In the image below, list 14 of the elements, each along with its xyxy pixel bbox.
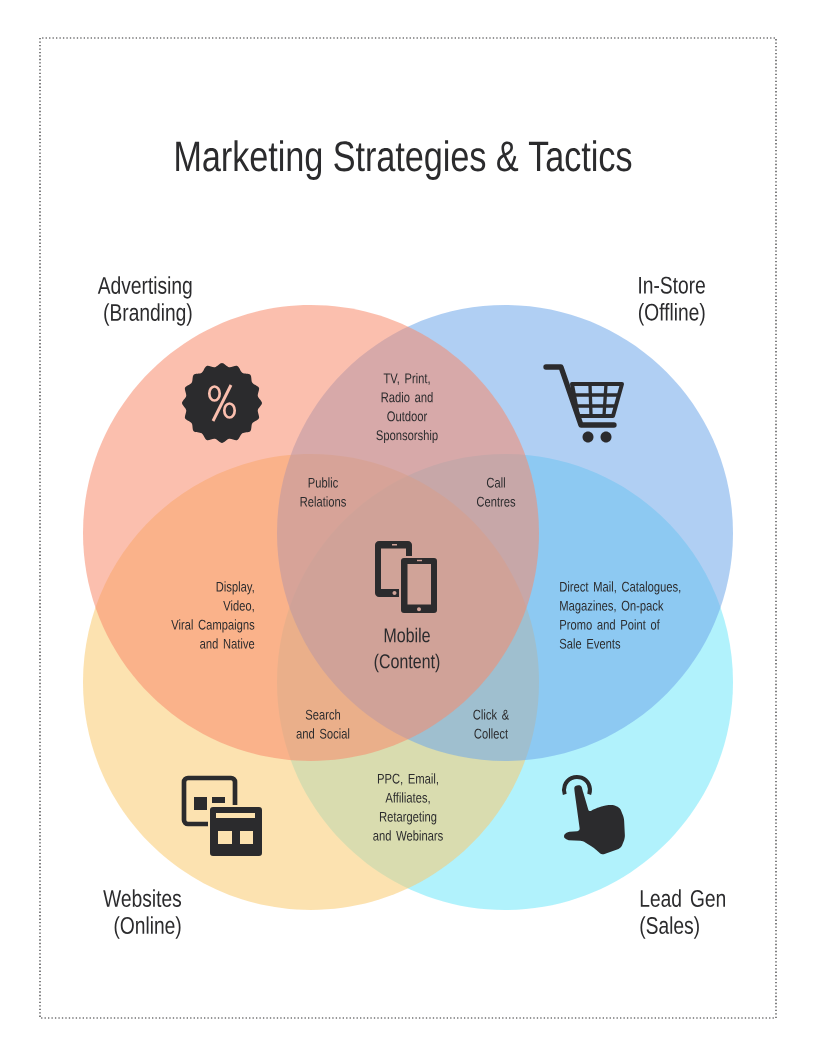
circle-heading: Websites (Online) bbox=[103, 889, 182, 939]
title: Marketing Strategies & Tactics bbox=[176, 140, 632, 180]
overlap-label: Call Centres bbox=[476, 477, 516, 507]
circle-heading: Lead Gen (Sales) bbox=[640, 889, 725, 939]
center-label: Mobile (Content) bbox=[374, 627, 440, 673]
overlap-label: Public Relations bbox=[300, 477, 346, 507]
overlap-label: Direct Mail, Catalogues, Magazines, On-pack Promo and Point of Sale Events bbox=[559, 581, 681, 649]
overlap-label: Click & Collect bbox=[473, 709, 509, 739]
overlap-label: PPC, Email, Affiliates, Retargeting and Webinars bbox=[373, 773, 443, 841]
circle-heading: In-Store (Offline) bbox=[639, 276, 705, 326]
overlap-label: TV, Print, Radio and Outdoor Sponsorship bbox=[376, 373, 438, 444]
overlap-label: Display, Video, Viral Campaigns and Native bbox=[171, 581, 255, 649]
overlap-label: Search and Social bbox=[296, 709, 350, 739]
circle-heading: Advertising (Branding) bbox=[97, 276, 192, 326]
